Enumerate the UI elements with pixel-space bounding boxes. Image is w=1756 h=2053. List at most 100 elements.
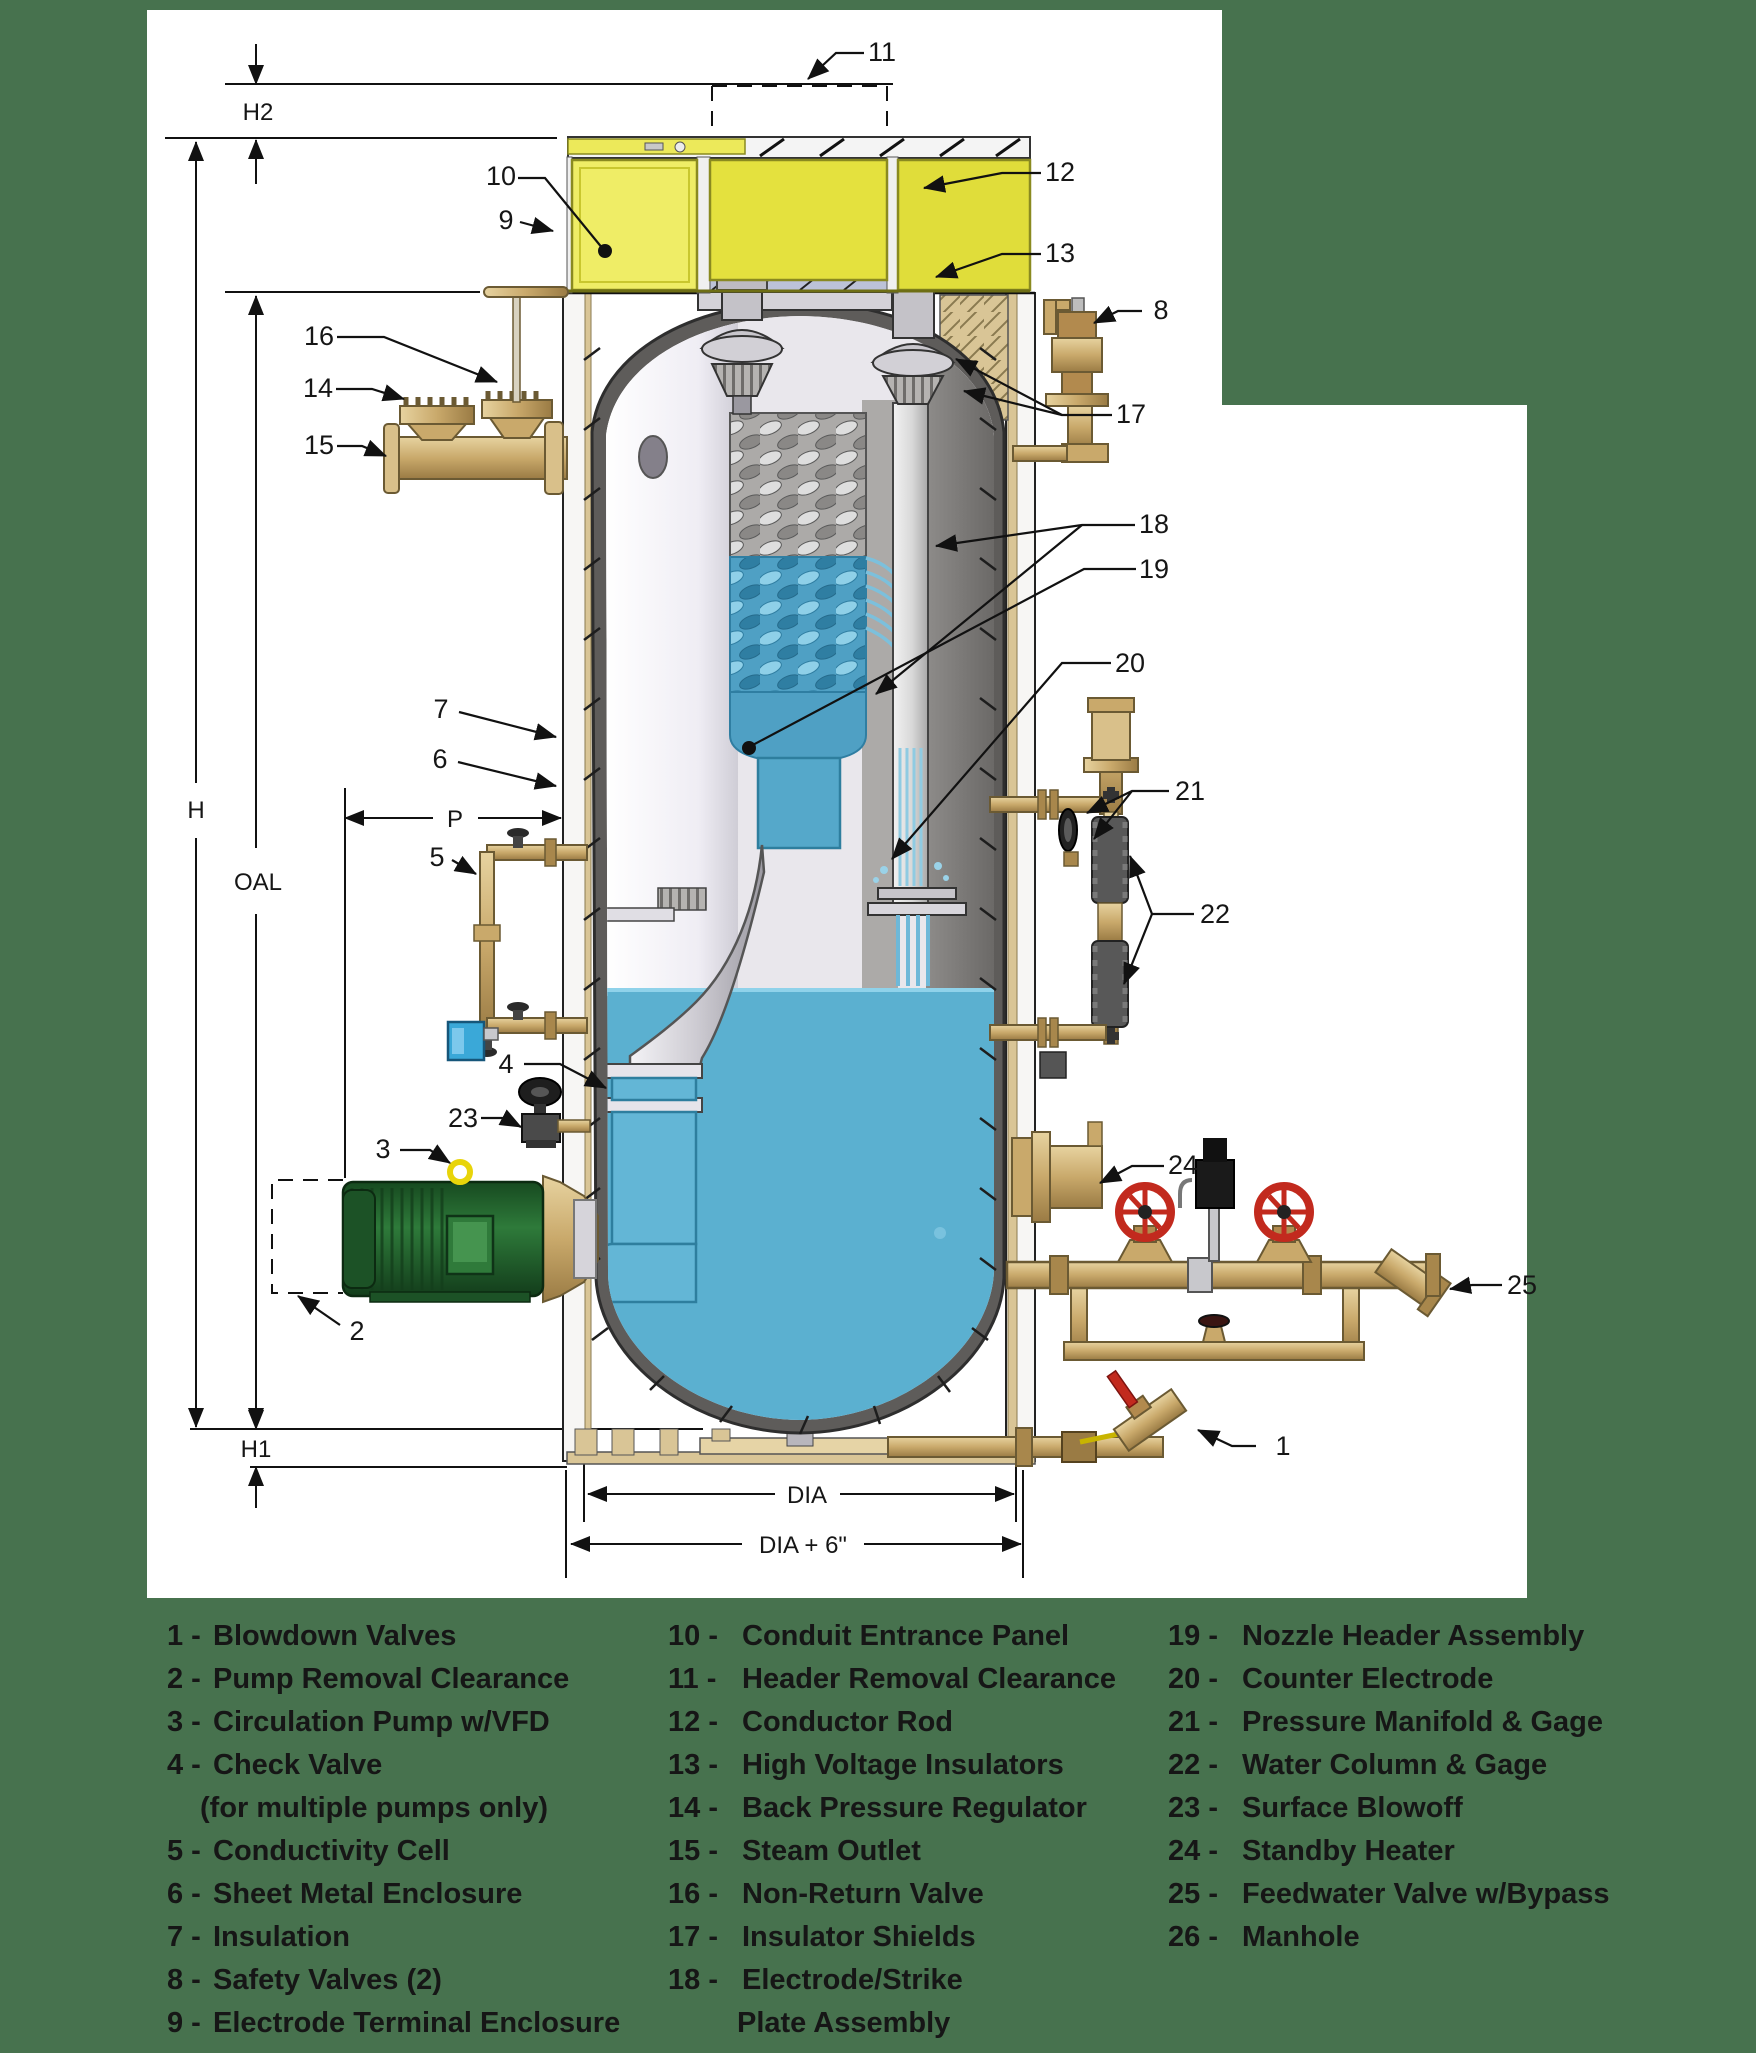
callout-17: 17 <box>1116 399 1146 429</box>
callout-4: 4 <box>498 1049 513 1079</box>
vessel-interior <box>606 316 994 1420</box>
legend: 1 - Blowdown Valves 2 - Pump Removal Cle… <box>167 1620 1610 2039</box>
suction-pipe <box>610 1110 698 1246</box>
legend-num: 20 - <box>1168 1663 1218 1695</box>
feedwater-pipe <box>1005 1260 1435 1290</box>
pressure-vessel <box>583 300 1006 1435</box>
legend-label: Manhole <box>1242 1921 1360 1953</box>
callout-10: 10 <box>486 161 516 191</box>
legend-label: Standby Heater <box>1242 1835 1455 1867</box>
callout-23: 23 <box>448 1103 478 1133</box>
dim-h1: H1 <box>241 1436 272 1463</box>
callout-7: 7 <box>433 694 448 724</box>
gage-cock <box>1039 1051 1067 1079</box>
legend-label: Check Valve <box>213 1749 382 1781</box>
legend-label: Safety Valves (2) <box>213 1964 442 1996</box>
legend-num: 4 - <box>167 1749 201 1781</box>
legend-num: 11 - <box>668 1663 716 1695</box>
legend-label: Pressure Manifold & Gage <box>1242 1706 1603 1738</box>
legend-label: Insulator Shields <box>742 1921 976 1953</box>
gage-glass-lower <box>1091 940 1129 1028</box>
strike-plate <box>877 887 957 900</box>
legend-num: 24 - <box>1168 1835 1218 1867</box>
electrode-terminal-enclosure <box>566 136 1032 294</box>
legend-label: Circulation Pump w/VFD <box>213 1706 550 1738</box>
steam-outlet-port <box>638 435 668 479</box>
callout-11: 11 <box>868 37 896 67</box>
conduit-entrance-panel <box>570 158 699 292</box>
legend-num: 9 - <box>167 2007 201 2039</box>
legend-label: Surface Blowoff <box>1242 1792 1463 1824</box>
legend-num: 8 - <box>167 1964 201 1996</box>
legend-num: 25 - <box>1168 1878 1218 1910</box>
callout-8: 8 <box>1153 295 1168 325</box>
legend-label: Plate Assembly <box>737 2007 950 2039</box>
legend-num: 10 - <box>668 1620 718 1652</box>
feedwater-manifold <box>1005 1138 1452 1361</box>
callout-24: 24 <box>1168 1150 1198 1180</box>
legend-label: Header Removal Clearance <box>742 1663 1116 1695</box>
circulation-pump <box>341 1159 599 1304</box>
check-valve-flange <box>606 1063 703 1079</box>
legend-num: 15 - <box>668 1835 718 1867</box>
dim-dia-plus: DIA + 6" <box>759 1532 847 1559</box>
strike-plate <box>867 902 967 916</box>
downcomer-pipe <box>628 844 766 1068</box>
gage-glass-upper <box>1091 816 1129 904</box>
legend-num: 6 - <box>167 1878 201 1910</box>
callout-leaders <box>297 51 1502 1448</box>
callout-16: 16 <box>304 321 334 351</box>
callout-6: 6 <box>432 744 447 774</box>
callout-21: 21 <box>1175 776 1205 806</box>
callout-22: 22 <box>1200 899 1230 929</box>
dim-dia: DIA <box>787 1482 827 1509</box>
callout-13: 13 <box>1045 238 1075 268</box>
lifting-eye <box>447 1159 473 1185</box>
counter-electrode <box>867 402 967 986</box>
legend-label: Sheet Metal Enclosure <box>213 1878 522 1910</box>
legend-label: Non-Return Valve <box>742 1878 984 1910</box>
dimension-lines <box>165 44 1024 1578</box>
callout-3: 3 <box>375 1134 390 1164</box>
legend-num: 7 - <box>167 1921 201 1953</box>
dimension-labels: H2 H OAL H1 P DIA DIA + 6" <box>182 99 847 1559</box>
callout-15: 15 <box>304 430 334 460</box>
legend-num: 12 - <box>668 1706 718 1738</box>
legend-label: Conductor Rod <box>742 1706 953 1738</box>
callout-9: 9 <box>498 205 513 235</box>
dim-p: P <box>447 806 463 833</box>
legend-num: 13 - <box>668 1749 718 1781</box>
callout-25: 25 <box>1507 1270 1537 1300</box>
legend-label: Steam Outlet <box>742 1835 921 1867</box>
legend-label: Back Pressure Regulator <box>742 1792 1087 1824</box>
blowdown-lever <box>1106 1369 1139 1409</box>
legend-num: 19 - <box>1168 1620 1218 1652</box>
callout-labels: 1 2 3 4 5 6 7 8 9 10 11 12 13 14 15 16 1… <box>303 37 1537 1461</box>
legend-label: Counter Electrode <box>1242 1663 1493 1695</box>
callout-1: 1 <box>1275 1431 1290 1461</box>
legend-label: Blowdown Valves <box>213 1620 456 1652</box>
legend-num: 5 - <box>167 1835 201 1867</box>
steam-outlet-assembly <box>383 286 569 495</box>
dim-h: H <box>187 797 204 824</box>
legend-num: 14 - <box>668 1792 718 1824</box>
legend-num: 23 - <box>1168 1792 1218 1824</box>
feedwater-handwheel <box>1254 1182 1314 1242</box>
callout-14: 14 <box>303 373 333 403</box>
callout-20: 20 <box>1115 648 1145 678</box>
legend-num: 22 - <box>1168 1749 1218 1781</box>
legend-label: Water Column & Gage <box>1242 1749 1547 1781</box>
insulator-shield <box>872 349 954 377</box>
legend-num: 18 - <box>668 1964 718 1996</box>
legend-num: 26 - <box>1168 1921 1218 1953</box>
surface-blowoff <box>518 1077 591 1148</box>
legend-num: 16 - <box>668 1878 718 1910</box>
conductivity-cell-piping <box>446 828 588 1062</box>
dim-h2: H2 <box>243 99 274 126</box>
legend-label: High Voltage Insulators <box>742 1749 1064 1781</box>
callout-2: 2 <box>349 1316 364 1346</box>
callout-18: 18 <box>1139 509 1169 539</box>
legend-label: Conduit Entrance Panel <box>742 1620 1069 1652</box>
